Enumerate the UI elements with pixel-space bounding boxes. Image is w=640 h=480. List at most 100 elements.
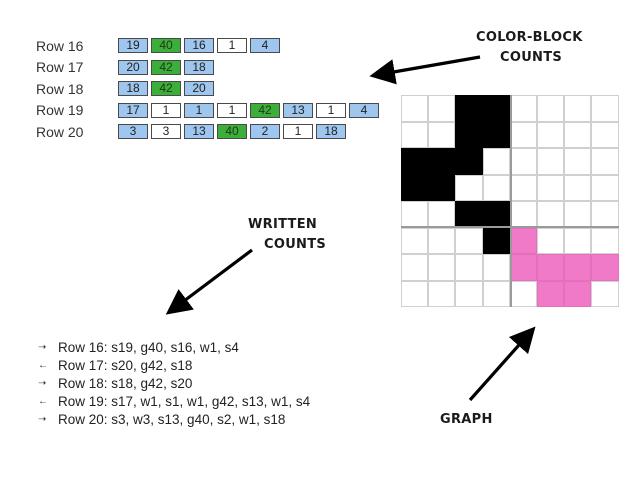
graph-cell-empty — [482, 174, 510, 201]
graph-cell-empty — [509, 148, 537, 175]
graph-cell-empty — [536, 201, 565, 228]
graph-cell-pink — [536, 254, 565, 281]
written-line: ➝Row 18: s18, g42, s20 — [38, 374, 310, 392]
count-cell-green: 42 — [250, 102, 280, 118]
arrow-to-color-blocks — [369, 55, 481, 85]
graph-cell-empty — [455, 227, 483, 254]
graph-cell-empty — [428, 121, 456, 148]
count-cell-blue: 18 — [184, 59, 214, 75]
written-line-text: Row 17: s20, g42, s18 — [58, 357, 193, 373]
graph-cell-pink — [509, 227, 537, 254]
graph-cell-black — [482, 95, 510, 122]
graph-cell-empty — [428, 280, 456, 307]
graph-cell-black — [401, 148, 429, 175]
graph-cell-empty — [536, 227, 565, 254]
arrow-to-written-counts — [165, 248, 253, 315]
written-line-text: Row 18: s18, g42, s20 — [58, 375, 193, 391]
graph-cell-black — [482, 121, 510, 148]
arrow-to-graph — [468, 326, 536, 402]
graph-cell-black — [428, 148, 456, 175]
graph-cell-empty — [591, 121, 619, 148]
written-line: ← Row 17: s20, g42, s18 — [38, 356, 310, 374]
graph-cell-empty — [591, 201, 619, 228]
written-line-text: Row 20: s3, w3, s13, g40, s2, w1, s18 — [58, 412, 286, 428]
written-line: ➝ Row 16: s19, g40, s16, w1, s4 — [38, 338, 310, 356]
graph-cell-black — [455, 201, 483, 228]
graph-cell-empty — [591, 280, 619, 307]
caption-written: WRITTEN — [248, 217, 318, 232]
count-cell-green: 40 — [151, 38, 181, 53]
count-cell-blue: 17 — [118, 102, 148, 118]
graph-divider-vertical — [510, 95, 512, 307]
count-cell-blue: 20 — [118, 59, 148, 75]
graph-cell-empty — [482, 148, 510, 175]
count-cell-blue: 4 — [349, 102, 379, 118]
count-cell-blue: 1 — [184, 102, 214, 118]
graph-cell-empty — [536, 95, 565, 122]
graph-cell-empty — [509, 174, 537, 201]
count-cell-white: 1 — [316, 102, 346, 118]
graph-cell-empty — [536, 148, 565, 175]
graph-cell-empty — [536, 174, 565, 201]
graph-cell-empty — [428, 227, 456, 254]
graph-cell-empty — [482, 280, 510, 307]
count-cell-green: 40 — [217, 124, 247, 139]
graph-cell-black — [482, 201, 510, 228]
count-cell-white: 3 — [151, 124, 181, 139]
count-cell-blue: 20 — [184, 81, 214, 96]
graph-cell-pink — [536, 280, 565, 307]
graph-cell-empty — [455, 254, 483, 281]
graph-cell-empty — [401, 95, 429, 122]
graph-cell-empty — [401, 121, 429, 148]
graph-cell-empty — [509, 201, 537, 228]
count-cell-blue: 18 — [118, 81, 148, 96]
arrow-left-icon: ← — [38, 359, 48, 371]
count-cell-blue: 13 — [184, 124, 214, 139]
count-cell-blue: 2 — [250, 124, 280, 139]
graph-cell-pink — [509, 254, 537, 281]
written-line-text: Row 19: s17, w1, s1, w1, g42, s13, w1, s… — [58, 394, 311, 410]
count-cell-blue: 19 — [118, 38, 148, 53]
graph-cell-empty — [564, 121, 592, 148]
arrow-right-icon: ➝ — [38, 341, 47, 353]
graph-cell-empty — [428, 254, 456, 281]
count-cell-blue: 13 — [283, 102, 313, 118]
graph-cell-empty — [564, 148, 592, 175]
graph-cell-empty — [401, 201, 429, 228]
graph-cell-pink — [564, 280, 592, 307]
graph-cell-empty — [564, 174, 592, 201]
row-label: Row 17 — [36, 59, 84, 75]
count-cell-blue: 3 — [118, 124, 148, 139]
graph-cell-empty — [509, 280, 537, 307]
written-line: ←Row 19: s17, w1, s1, w1, g42, s13, w1, … — [38, 393, 310, 411]
graph-cell-empty — [482, 254, 510, 281]
graph-cell-empty — [428, 95, 456, 122]
caption-graph: GRAPH — [440, 412, 493, 427]
graph-cell-empty — [509, 95, 537, 122]
graph-cell-empty — [591, 227, 619, 254]
graph-cell-empty — [401, 280, 429, 307]
count-cell-green: 42 — [151, 59, 181, 75]
graph-cell-empty — [455, 174, 483, 201]
count-cell-white: 1 — [217, 38, 247, 53]
row-label: Row 20 — [36, 123, 84, 140]
count-cell-blue: 18 — [316, 124, 346, 139]
graph-cell-empty — [455, 280, 483, 307]
written-counts: ➝ Row 16: s19, g40, s16, w1, s4 ← Row 17: s… — [38, 338, 310, 429]
written-line-text: Row 16: s19, g40, s16, w1, s4 — [58, 339, 239, 355]
row-label: Row 19 — [36, 102, 84, 118]
caption-color-block: COLOR-BLOCK — [476, 30, 583, 45]
graph-cell-empty — [564, 227, 592, 254]
count-cell-green: 42 — [151, 81, 181, 96]
count-cell-white: 1 — [217, 102, 247, 118]
count-cell-blue: 16 — [184, 38, 214, 53]
graph-cell-black — [401, 174, 429, 201]
graph-cell-black — [428, 174, 456, 201]
graph-cell-empty — [591, 174, 619, 201]
graph-cell-black — [455, 95, 483, 122]
